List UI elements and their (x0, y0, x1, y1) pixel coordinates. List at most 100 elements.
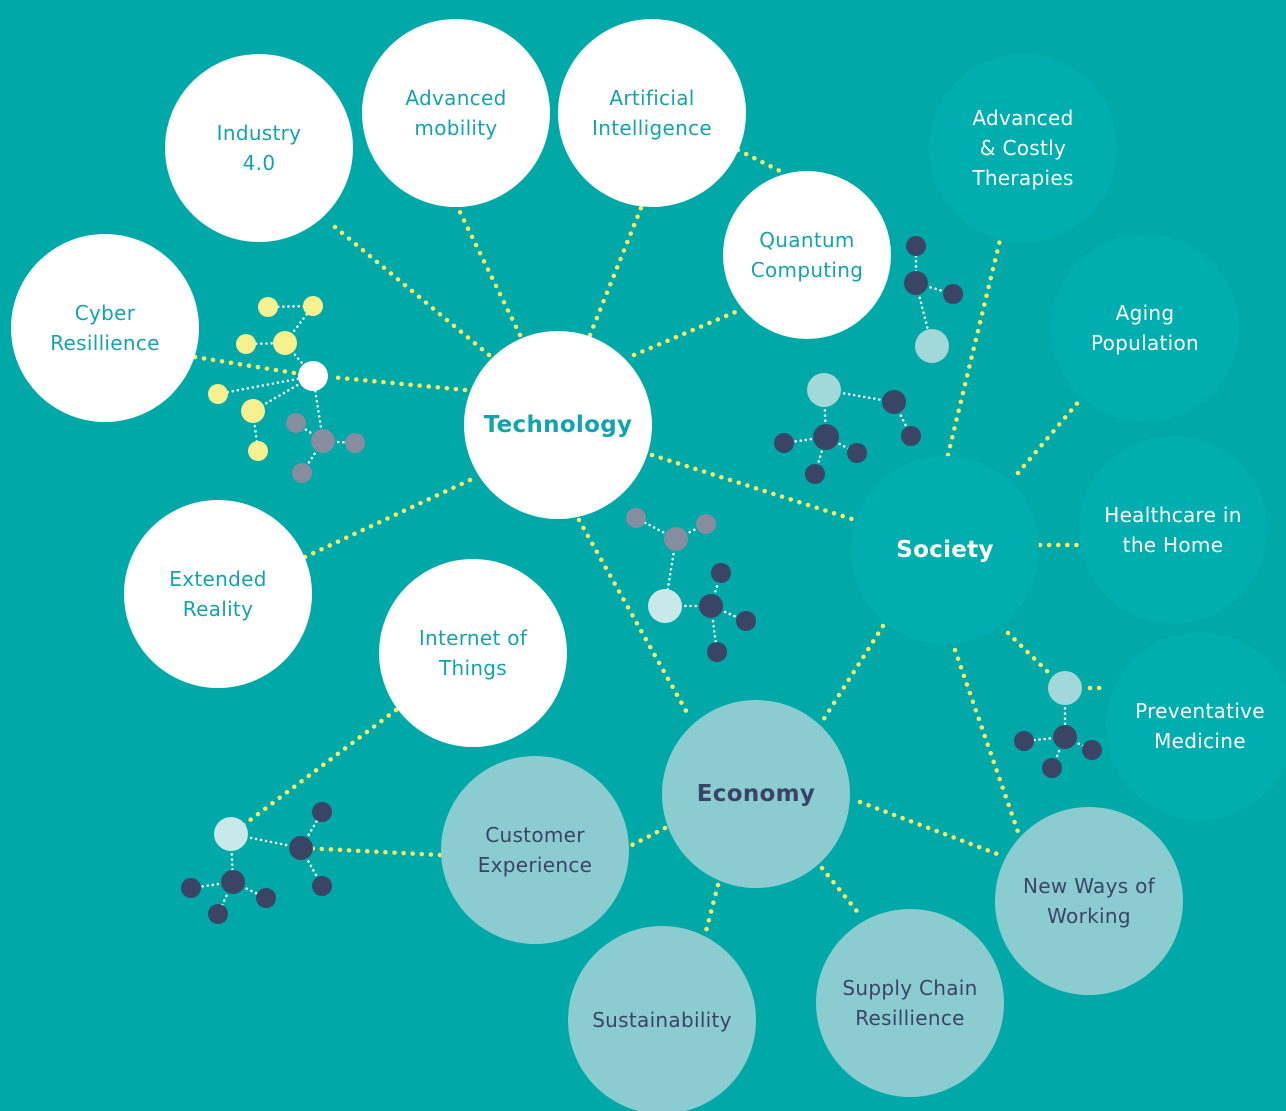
aging-bubble (1051, 234, 1239, 422)
economy-label: Economy (696, 781, 816, 807)
iot-label: Internet of Things (418, 626, 528, 680)
connector-line (629, 825, 668, 848)
society-bubble (851, 456, 1039, 644)
molecule-atom (248, 441, 268, 461)
xr-bubble (124, 500, 312, 688)
molecule-icon (626, 508, 756, 662)
molecule-atom (943, 284, 963, 304)
connector-line (945, 237, 1003, 458)
molecule-atom (904, 271, 928, 295)
home-label: Healthcare in the Home (1104, 503, 1242, 557)
preventative-bubble (1106, 632, 1286, 820)
molecule-bond (244, 341, 287, 346)
molecule-atom (312, 876, 332, 896)
molecule-icon (208, 296, 365, 483)
molecule-atom (345, 433, 365, 453)
molecule-atom (696, 514, 716, 534)
molecule-atom (256, 888, 276, 908)
sustainability-label: Sustainability (592, 1008, 732, 1032)
molecule-atom (1053, 725, 1077, 749)
connector-line (455, 205, 523, 338)
molecule-atom (303, 296, 323, 316)
molecule-atom (882, 390, 906, 414)
sustainability-bubble (568, 926, 756, 1111)
molecule-atom (807, 373, 841, 407)
connector-line (587, 205, 644, 338)
connector-line (326, 219, 492, 358)
connector-line (631, 307, 743, 358)
molecule-atom (626, 508, 646, 528)
molecule-atom (813, 424, 839, 450)
molecule-bond (822, 388, 896, 404)
industry-label: Industry 4.0 (216, 121, 302, 175)
connector-line (230, 707, 399, 836)
connector-line (1005, 630, 1051, 675)
working-label: New Ways of Working (1023, 874, 1155, 928)
molecule-atom (289, 836, 313, 860)
connector-line (649, 452, 858, 523)
molecule-decorations (181, 236, 1102, 924)
connector-lines (192, 147, 1110, 938)
molecule-atom (699, 594, 723, 618)
molecule-atom (1048, 671, 1082, 705)
ai-bubble (558, 19, 746, 207)
molecule-icon (1014, 671, 1102, 778)
molecule-atom (208, 384, 228, 404)
customer-bubble (441, 756, 629, 944)
economy-bubble (662, 700, 850, 888)
customer-label: Customer Experience (477, 823, 593, 877)
molecule-atom (312, 802, 332, 822)
molecule-atom (258, 297, 278, 317)
molecule-bond (1022, 735, 1067, 743)
connector-line (817, 623, 886, 728)
molecule-atom (236, 334, 256, 354)
molecule-atom (1042, 758, 1062, 778)
working-bubble (995, 807, 1183, 995)
molecule-atom (221, 870, 245, 894)
connector-line (819, 865, 863, 918)
molecule-atom (1014, 731, 1034, 751)
cyber-label: Cyber Resillience (50, 301, 160, 355)
mobility-label: Advanced mobility (405, 86, 507, 140)
molecule-atom (214, 817, 248, 851)
molecule-atom (181, 878, 201, 898)
molecule-atom (847, 443, 867, 463)
connector-line (735, 147, 785, 175)
xr-label: Extended Reality (169, 567, 267, 621)
molecule-atom (711, 563, 731, 583)
mobility-bubble (362, 19, 550, 207)
molecule-bond (251, 409, 260, 453)
connector-line (952, 647, 1021, 835)
connector-line (576, 517, 693, 721)
quantum-bubble (723, 171, 891, 339)
molecule-icon (181, 802, 332, 924)
therapies-label: Advanced & Costly Therapies (972, 106, 1074, 190)
connector-line (300, 845, 443, 858)
connector-line (857, 799, 1003, 858)
molecule-atom (774, 433, 794, 453)
molecule-atom (1082, 740, 1102, 760)
molecule-atom (707, 642, 727, 662)
connector-line (192, 354, 316, 379)
quantum-label: Quantum Computing (750, 228, 864, 282)
supply-bubble (816, 909, 1004, 1097)
molecule-bond (229, 832, 303, 850)
molecule-atom (901, 426, 921, 446)
molecule-atom (915, 329, 949, 363)
therapies-bubble (929, 54, 1117, 242)
molecule-atom (208, 904, 228, 924)
molecule-icon (774, 236, 963, 484)
industry-bubble (165, 54, 353, 242)
technology-bubble (464, 331, 652, 519)
home-bubble (1079, 436, 1267, 624)
connector-line (302, 477, 473, 560)
topic-bubbles (11, 19, 1286, 1111)
molecule-atom (805, 464, 825, 484)
technology-label: Technology (483, 412, 633, 438)
molecule-atom (298, 361, 328, 391)
molecule-bond (216, 374, 315, 396)
molecule-atom (648, 589, 682, 623)
iot-bubble (379, 559, 567, 747)
aging-label: Aging Population (1090, 301, 1200, 355)
